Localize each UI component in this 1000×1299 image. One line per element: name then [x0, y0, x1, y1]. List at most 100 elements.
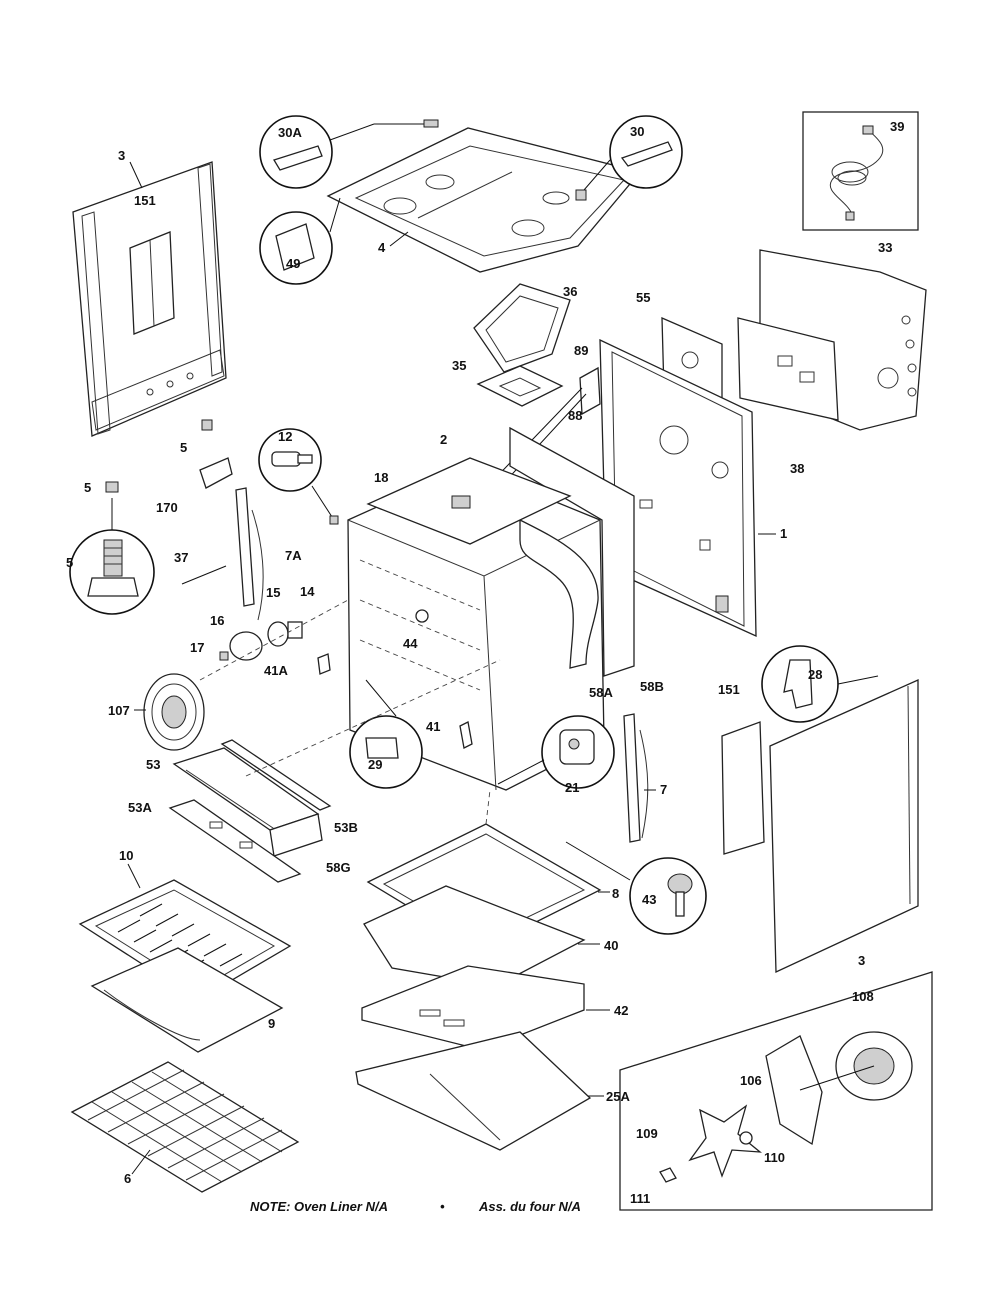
insulation-58b	[509, 426, 635, 677]
label-151-right: 151	[718, 682, 740, 697]
fan-blade-109	[688, 1104, 762, 1178]
label-108: 108	[852, 989, 874, 1004]
label-9: 9	[268, 1016, 275, 1031]
label-39: 39	[890, 119, 904, 134]
leveling-leg-5-callout	[69, 498, 155, 615]
oven-lamp-parts	[219, 621, 303, 661]
label-16: 16	[210, 613, 224, 628]
trim-53a	[168, 799, 302, 883]
label-21: 21	[565, 780, 579, 795]
label-35: 35	[452, 358, 466, 373]
bracket-41	[459, 721, 473, 749]
label-4: 4	[378, 240, 386, 255]
label-3-left: 3	[118, 148, 125, 163]
heat-shield-151-right	[721, 721, 765, 855]
label-8: 8	[612, 886, 619, 901]
label-58g: 58G	[326, 860, 351, 875]
label-6: 6	[124, 1171, 131, 1186]
bracket-41a	[317, 653, 331, 675]
oven-rack-6	[70, 1061, 300, 1193]
label-30a: 30A	[278, 125, 302, 140]
bracket-30a-callout	[259, 115, 439, 189]
label-109: 109	[636, 1126, 658, 1141]
label-53a: 53A	[128, 800, 152, 815]
vent-36	[473, 283, 571, 373]
label-58b: 58B	[640, 679, 664, 694]
label-106: 106	[740, 1073, 762, 1088]
label-30: 30	[630, 124, 644, 139]
bracket-29-callout	[349, 679, 423, 789]
label-107: 107	[108, 703, 130, 718]
bracket-30-callout	[575, 115, 683, 201]
label-29: 29	[368, 757, 382, 772]
label-44: 44	[403, 636, 418, 651]
plate-35	[476, 365, 564, 407]
label-42: 42	[614, 1003, 628, 1018]
label-36: 36	[563, 284, 577, 299]
top-shield-2	[366, 457, 572, 545]
label-3-right: 3	[858, 953, 865, 968]
rod-37	[181, 565, 227, 585]
label-58a: 58A	[589, 685, 613, 700]
label-18: 18	[374, 470, 388, 485]
note-separator: •	[440, 1199, 445, 1214]
note-oven-liner-french: Ass. du four N/A	[478, 1199, 581, 1214]
cooktop-support	[326, 127, 642, 273]
label-37: 37	[174, 550, 188, 565]
bottom-plate-40	[363, 885, 586, 987]
label-40: 40	[604, 938, 618, 953]
trim-53b	[220, 739, 332, 811]
heat-shield-151-left	[129, 231, 175, 335]
screw-43-callout	[565, 841, 707, 935]
label-111: 111	[630, 1191, 650, 1206]
sensor-44	[415, 609, 429, 623]
label-49: 49	[286, 256, 300, 271]
broiler-pan-9	[90, 947, 284, 1053]
bottom-plate-25a	[355, 1031, 592, 1151]
label-2: 2	[440, 432, 447, 447]
label-5-screw: 5	[180, 440, 187, 455]
label-10: 10	[119, 848, 133, 863]
label-25a: 25A	[606, 1089, 630, 1104]
clip-170	[199, 457, 233, 489]
nut-111	[659, 1167, 677, 1183]
convection-fan-cover-107	[143, 673, 205, 751]
label-5-callout: 5	[66, 555, 73, 570]
label-33: 33	[878, 240, 892, 255]
label-53b: 53B	[334, 820, 358, 835]
label-7a: 7A	[285, 548, 302, 563]
thermostat-12	[258, 428, 339, 525]
label-14: 14	[300, 584, 315, 599]
label-88: 88	[568, 408, 582, 423]
washer-110	[739, 1131, 753, 1145]
label-41: 41	[426, 719, 440, 734]
power-cord-inset-box	[802, 111, 919, 231]
label-38: 38	[790, 461, 804, 476]
label-53: 53	[146, 757, 160, 772]
bracket-38	[737, 317, 839, 421]
label-41a: 41A	[264, 663, 288, 678]
insulation-58a	[519, 518, 599, 669]
right-side-panel	[769, 678, 919, 974]
label-170: 170	[156, 500, 178, 515]
label-43: 43	[642, 892, 656, 907]
motor-bracket-106	[765, 1035, 823, 1146]
label-151-left: 151	[134, 193, 156, 208]
label-15: 15	[266, 585, 280, 600]
label-110: 110	[764, 1150, 785, 1165]
label-7: 7	[660, 782, 667, 797]
bracket-49-callout	[259, 197, 341, 285]
clip-28-callout	[761, 645, 879, 723]
label-55: 55	[636, 290, 650, 305]
rack-support-7	[623, 713, 649, 843]
note-oven-liner: NOTE: Oven Liner N/A	[250, 1199, 388, 1214]
label-17: 17	[190, 640, 204, 655]
trim-58g	[269, 813, 323, 857]
bottom-plate-42	[361, 965, 585, 1051]
label-12: 12	[278, 429, 292, 444]
convection-fan-kit-inset	[619, 971, 933, 1211]
screw-5-small	[105, 419, 213, 493]
label-28: 28	[808, 667, 822, 682]
connector-21-callout	[497, 715, 615, 789]
